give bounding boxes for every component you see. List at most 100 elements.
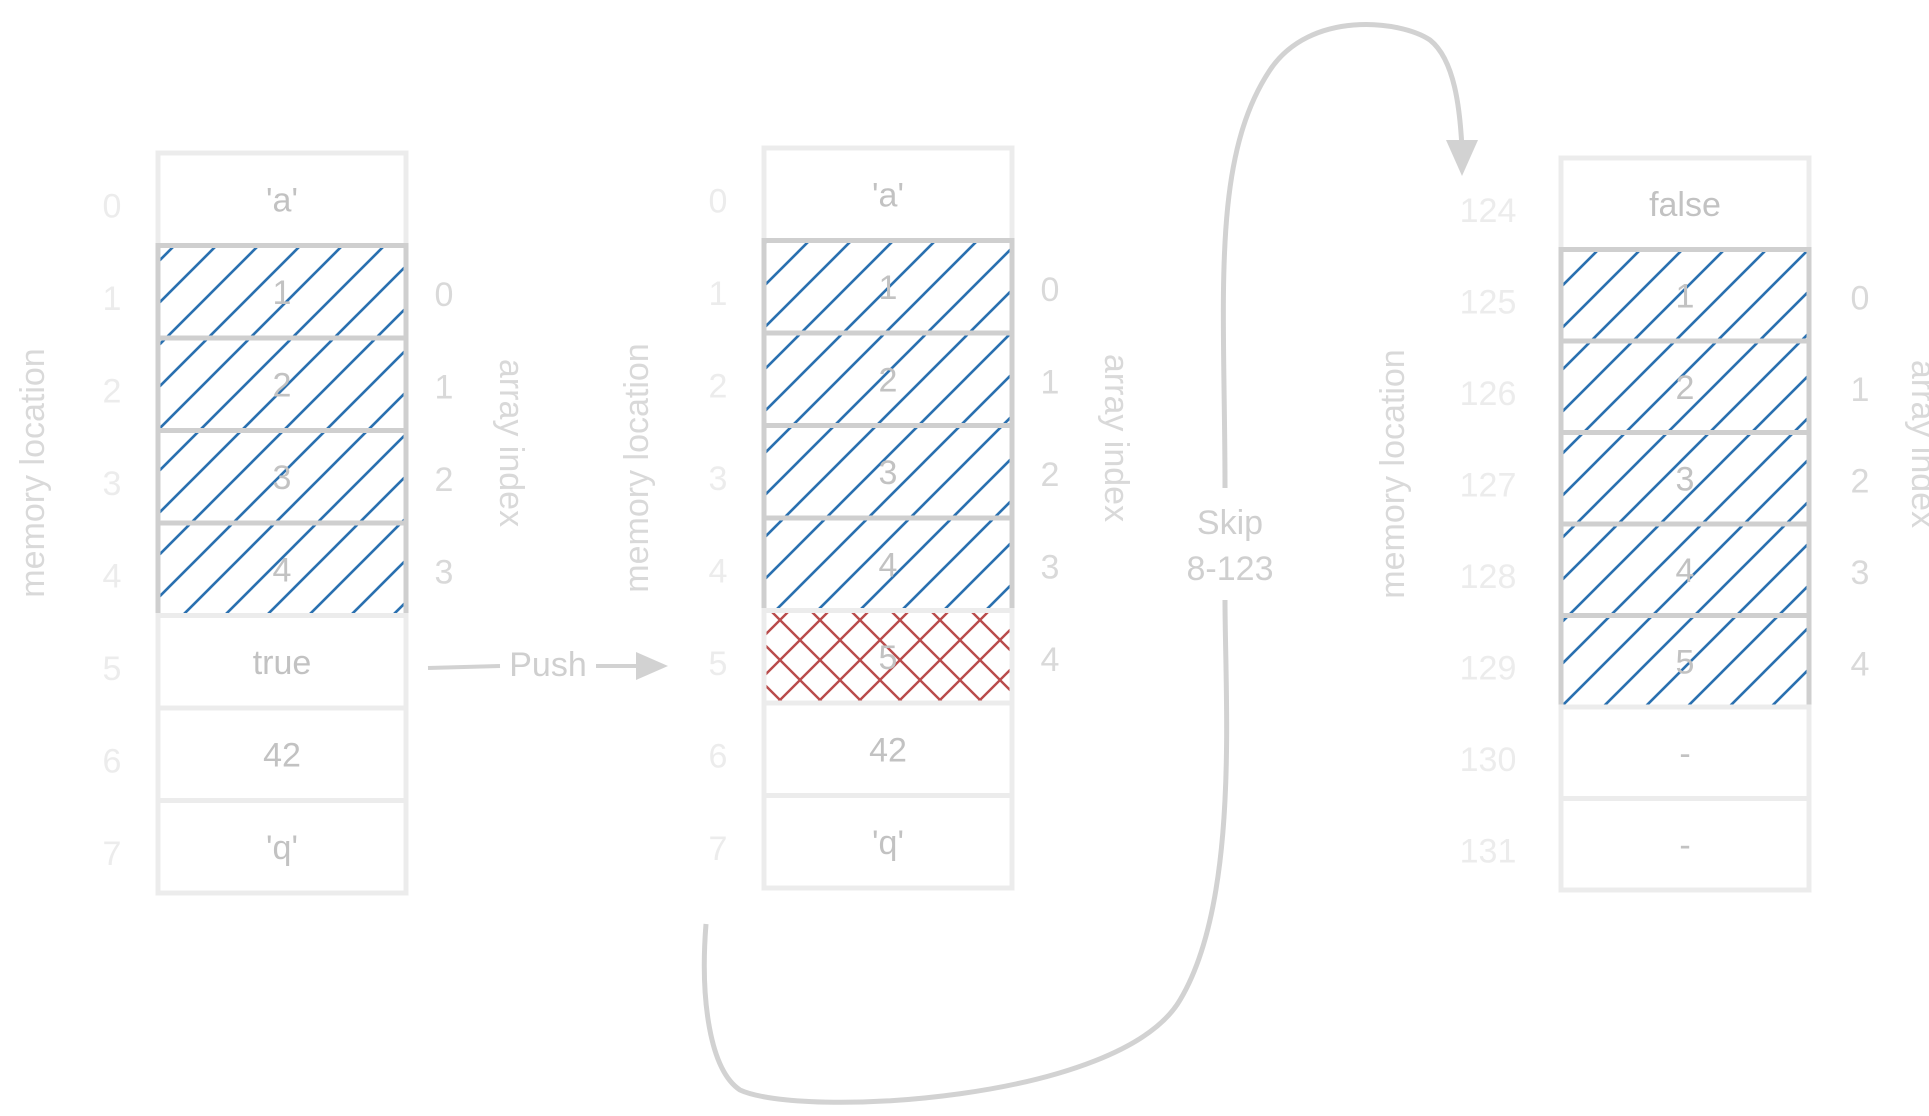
memory-location-number: 2 [709, 367, 728, 405]
cell-value: false [1649, 186, 1721, 224]
memory-location-number: 2 [103, 372, 122, 410]
cell-value: 42 [263, 736, 301, 774]
memory-location-number: 3 [103, 465, 122, 503]
memory-location-number: 5 [709, 645, 728, 683]
memory-location-number: 126 [1460, 375, 1517, 413]
memory-cell: - 130 [1460, 704, 1812, 801]
memory-cell: false 124 [1460, 155, 1812, 252]
memory-location-label: memory location [1374, 349, 1412, 598]
memory-cell: 4 4 3 [103, 520, 454, 618]
array-index-number: 3 [1041, 548, 1060, 586]
memory-location-number: 129 [1460, 649, 1517, 687]
cell-value: 5 [1676, 643, 1695, 681]
array-cell-fill [764, 333, 1012, 426]
array-index-number: 1 [1851, 371, 1870, 409]
array-cell-fill [1561, 615, 1809, 707]
cell-value: 'q' [872, 824, 904, 862]
cell-value: 4 [1676, 552, 1695, 590]
skip-label-line2: 8-123 [1187, 550, 1274, 588]
array-index-number: 2 [435, 461, 454, 499]
array-cell-fill [1561, 432, 1809, 524]
array-index-number: 3 [1851, 554, 1870, 592]
cell-value: 'q' [266, 829, 298, 867]
memory-cell: 42 6 [103, 705, 409, 803]
array-cell-fill [158, 245, 406, 338]
array-cell-fill [764, 610, 1012, 703]
cell-value: 3 [879, 454, 898, 492]
cell-value: 3 [1676, 460, 1695, 498]
memory-location-number: 4 [709, 552, 728, 590]
memory-location-number: 4 [103, 557, 122, 595]
cell-value: 5 [879, 639, 898, 677]
cell-fill [158, 615, 406, 708]
cell-value: 'a' [266, 181, 298, 219]
memory-location-number: 127 [1460, 466, 1517, 504]
array-index-number: 3 [435, 553, 454, 591]
skip-arrow: Skip 8-123 [701, 22, 1478, 1105]
memory-location-number: 6 [709, 737, 728, 775]
memory-cell: 3 3 2 [103, 428, 454, 526]
array-index-label: array index [1904, 360, 1929, 528]
array-cell-fill [158, 430, 406, 523]
arrow-head-icon [1446, 140, 1478, 176]
cell-value: 4 [879, 546, 898, 584]
array-cell-fill [1561, 524, 1809, 616]
memory-location-number: 6 [103, 742, 122, 780]
memory-cell: 'a'0 [103, 150, 409, 248]
cell-fill [764, 703, 1012, 796]
skip-label-line1: Skip [1197, 504, 1263, 542]
cell-fill [1561, 798, 1809, 890]
cell-fill [158, 708, 406, 801]
push-arrow: Push [427, 646, 668, 684]
array-cell-fill [158, 338, 406, 431]
cell-value: 3 [273, 459, 292, 497]
memory-cell: 'a'0 [709, 145, 1015, 243]
array-index-number: 1 [435, 368, 454, 406]
memory-location-number: 130 [1460, 741, 1517, 779]
memory-cell: 5 5 4 [709, 608, 1060, 706]
memory-location-number: 124 [1460, 192, 1517, 230]
memory-cell: 'q'7 [103, 798, 409, 896]
cell-value: true [253, 644, 312, 682]
array-index-number: 1 [1041, 363, 1060, 401]
array-cell-fill [764, 425, 1012, 518]
memory-location-number: 3 [709, 460, 728, 498]
memory-location-number: 0 [709, 182, 728, 220]
array-cell-fill [764, 240, 1012, 333]
memory-location-label: memory location [14, 348, 52, 597]
memory-cell: 3 127 2 [1460, 430, 1870, 527]
cell-value: 4 [273, 551, 292, 589]
memory-cell: 4 128 3 [1460, 521, 1870, 618]
cell-fill [1561, 707, 1809, 799]
array-cell-fill [1561, 341, 1809, 433]
memory-cell: 2 126 1 [1460, 338, 1870, 435]
memory-cell: 'q' 7 [709, 793, 1015, 891]
memory-location-number: 125 [1460, 283, 1517, 321]
cell-value: 1 [273, 274, 292, 312]
cell-value: - [1679, 735, 1690, 773]
array-index-number: 0 [1851, 279, 1870, 317]
array-index-number: 2 [1851, 462, 1870, 500]
memory-cell: 42 6 [709, 700, 1015, 798]
memory-location-number: 7 [709, 830, 728, 868]
cell-fill [1561, 158, 1809, 250]
cell-value: 2 [1676, 369, 1695, 407]
arrow-head-icon [636, 652, 668, 680]
array-index-label: array index [492, 359, 530, 527]
cell-value: 42 [869, 731, 907, 769]
array-cell-fill [1561, 249, 1809, 341]
cell-value: - [1679, 826, 1690, 864]
array-index-number: 4 [1041, 641, 1060, 679]
cell-border [761, 793, 1015, 891]
cell-fill [764, 795, 1012, 888]
memory-location-number: 128 [1460, 558, 1517, 596]
